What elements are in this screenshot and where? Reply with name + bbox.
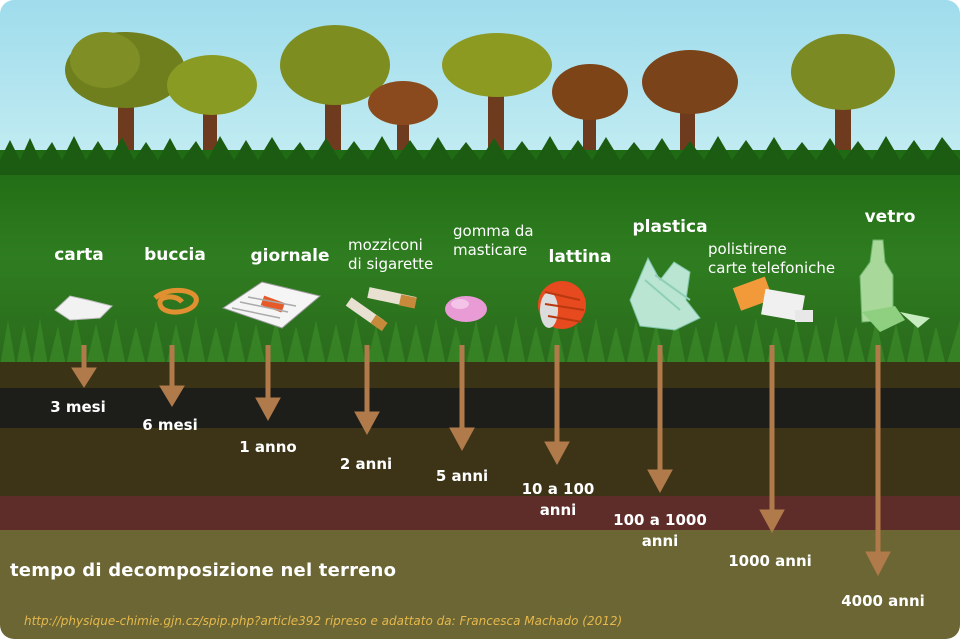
time-buccia: 6 mesi (142, 416, 198, 434)
label-plastica: plastica (632, 217, 708, 237)
source-credit: http://physique-chimie.gjn.cz/spip.php?a… (24, 614, 623, 628)
tree (552, 64, 628, 155)
tree (791, 34, 895, 155)
trees (65, 25, 895, 160)
label-polistirene: polistirene carte telefoniche (708, 240, 836, 277)
tree (280, 25, 390, 155)
peel-icon (153, 287, 199, 315)
time-polistirene: 1000 anni (728, 552, 812, 570)
time-mozziconi: 2 anni (339, 455, 393, 473)
cigarette-icon (345, 287, 417, 332)
tree (368, 81, 438, 155)
time-carta: 3 mesi (50, 398, 106, 416)
label-carta: carta (54, 245, 104, 265)
time-plastica: 100 a 1000 anni (613, 511, 707, 550)
label-vetro: vetro (864, 207, 916, 227)
arrow-polistirene (759, 345, 785, 534)
label-giornale: giornale (250, 246, 330, 266)
time-gomma: 5 anni (435, 467, 489, 485)
soil-red (0, 496, 960, 530)
label-mozziconi: mozziconi di sigarette (348, 236, 434, 273)
arrow-mozziconi (354, 345, 380, 436)
soil-title: tempo di decomposizione nel terreno (10, 560, 397, 581)
tree (642, 50, 738, 155)
arrow-carta (71, 345, 97, 388)
time-lattina: 10 a 100 anni (521, 480, 595, 519)
soil-dark (0, 388, 960, 428)
tree (442, 33, 552, 155)
grass-blades-lower (0, 316, 960, 366)
gum-icon (445, 296, 487, 322)
time-arrows (71, 345, 891, 577)
tree (167, 55, 257, 155)
newspaper-icon (221, 281, 322, 329)
label-buccia: buccia (144, 245, 206, 265)
arrow-giornale (255, 345, 281, 422)
glass-bottle-icon (859, 239, 930, 332)
can-icon (538, 281, 586, 329)
soil-olive (0, 530, 960, 639)
time-vetro: 4000 anni (841, 592, 925, 610)
polystyrene-icon (732, 276, 813, 322)
soil-top (0, 362, 960, 390)
label-gomma: gomma da masticare (453, 222, 534, 259)
soil-brown (0, 428, 960, 496)
arrow-vetro (865, 345, 891, 577)
grass (0, 150, 960, 366)
arrow-plastica (647, 345, 673, 494)
grass-blades (0, 136, 960, 175)
label-lattina: lattina (548, 247, 612, 267)
arrow-buccia (159, 345, 185, 407)
paper-icon (54, 295, 113, 321)
arrow-gomma (449, 345, 475, 452)
arrow-lattina (544, 345, 570, 466)
tree (65, 32, 185, 160)
time-giornale: 1 anno (239, 438, 297, 456)
plastic-bag-icon (629, 256, 701, 331)
